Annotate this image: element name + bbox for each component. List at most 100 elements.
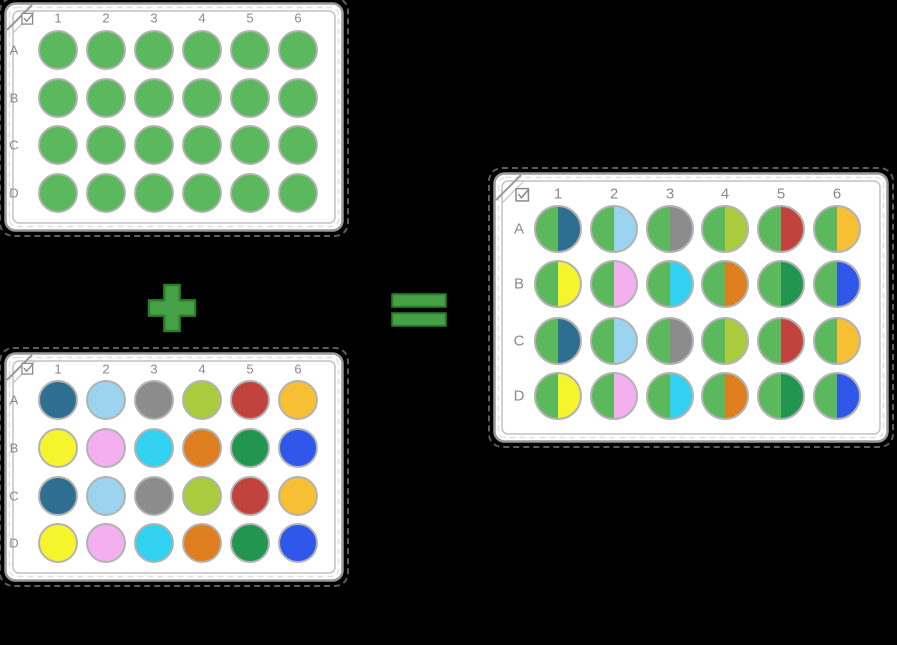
well-B6	[278, 428, 318, 468]
well-B3	[646, 260, 694, 308]
well-A3	[134, 30, 174, 70]
well-D1	[38, 173, 78, 213]
well-D2	[86, 523, 126, 563]
row-label-D: D	[9, 535, 19, 551]
row-label-A: A	[9, 42, 19, 58]
well-B2	[86, 78, 126, 118]
well-C4	[182, 125, 222, 165]
column-label-5: 5	[246, 10, 254, 26]
well-D6	[278, 173, 318, 213]
well-C4	[701, 317, 749, 365]
well-A3	[646, 205, 694, 253]
column-label-5: 5	[776, 185, 786, 203]
well-A6	[813, 205, 861, 253]
well-A5	[230, 30, 270, 70]
well-B5	[757, 260, 805, 308]
well-C5	[230, 125, 270, 165]
equals-icon	[391, 293, 447, 327]
well-B2	[86, 428, 126, 468]
well-C6	[278, 125, 318, 165]
well-D4	[182, 173, 222, 213]
well-B4	[182, 78, 222, 118]
well-A6	[278, 380, 318, 420]
well-D3	[134, 523, 174, 563]
well-C1	[38, 125, 78, 165]
column-label-4: 4	[198, 361, 206, 377]
row-label-B: B	[9, 440, 19, 456]
column-label-6: 6	[294, 10, 302, 26]
column-label-6: 6	[832, 185, 842, 203]
well-C2	[86, 125, 126, 165]
well-C5	[757, 317, 805, 365]
well-D1	[38, 523, 78, 563]
well-B5	[230, 428, 270, 468]
well-C6	[813, 317, 861, 365]
well-A3	[134, 380, 174, 420]
well-C3	[134, 125, 174, 165]
checkbox-icon	[21, 12, 34, 25]
well-B3	[134, 78, 174, 118]
row-label-D: D	[513, 387, 525, 405]
well-D2	[86, 173, 126, 213]
well-D3	[134, 173, 174, 213]
well-C2	[86, 476, 126, 516]
column-label-4: 4	[198, 10, 206, 26]
well-A6	[278, 30, 318, 70]
well-C2	[590, 317, 638, 365]
column-label-6: 6	[294, 361, 302, 377]
row-label-C: C	[9, 488, 19, 504]
row-label-A: A	[9, 392, 19, 408]
column-label-3: 3	[665, 185, 675, 203]
well-D6	[278, 523, 318, 563]
well-A5	[757, 205, 805, 253]
well-A5	[230, 380, 270, 420]
well-D5	[230, 173, 270, 213]
well-D6	[813, 372, 861, 420]
well-A1	[534, 205, 582, 253]
well-D5	[757, 372, 805, 420]
well-A1	[38, 380, 78, 420]
well-C6	[278, 476, 318, 516]
well-A4	[182, 30, 222, 70]
checkbox-icon	[515, 187, 530, 202]
well-D4	[182, 523, 222, 563]
column-label-3: 3	[150, 361, 158, 377]
well-B6	[278, 78, 318, 118]
column-label-4: 4	[720, 185, 730, 203]
well-B1	[38, 78, 78, 118]
well-C3	[134, 476, 174, 516]
well-D3	[646, 372, 694, 420]
column-label-2: 2	[102, 361, 110, 377]
row-label-B: B	[513, 275, 525, 293]
column-label-1: 1	[553, 185, 563, 203]
plus-operator	[147, 283, 197, 338]
well-B4	[182, 428, 222, 468]
well-B1	[534, 260, 582, 308]
row-label-B: B	[9, 90, 19, 106]
column-label-2: 2	[102, 10, 110, 26]
column-label-2: 2	[609, 185, 619, 203]
row-label-D: D	[9, 185, 19, 201]
well-D5	[230, 523, 270, 563]
well-D4	[701, 372, 749, 420]
column-label-3: 3	[150, 10, 158, 26]
column-label-1: 1	[54, 10, 62, 26]
well-C3	[646, 317, 694, 365]
checkbox-icon	[21, 362, 34, 375]
well-B4	[701, 260, 749, 308]
well-C1	[38, 476, 78, 516]
well-A2	[590, 205, 638, 253]
well-A4	[701, 205, 749, 253]
well-B2	[590, 260, 638, 308]
equals-operator	[391, 293, 447, 333]
well-B6	[813, 260, 861, 308]
row-label-C: C	[9, 137, 19, 153]
well-A2	[86, 30, 126, 70]
well-A2	[86, 380, 126, 420]
well-C1	[534, 317, 582, 365]
well-B5	[230, 78, 270, 118]
